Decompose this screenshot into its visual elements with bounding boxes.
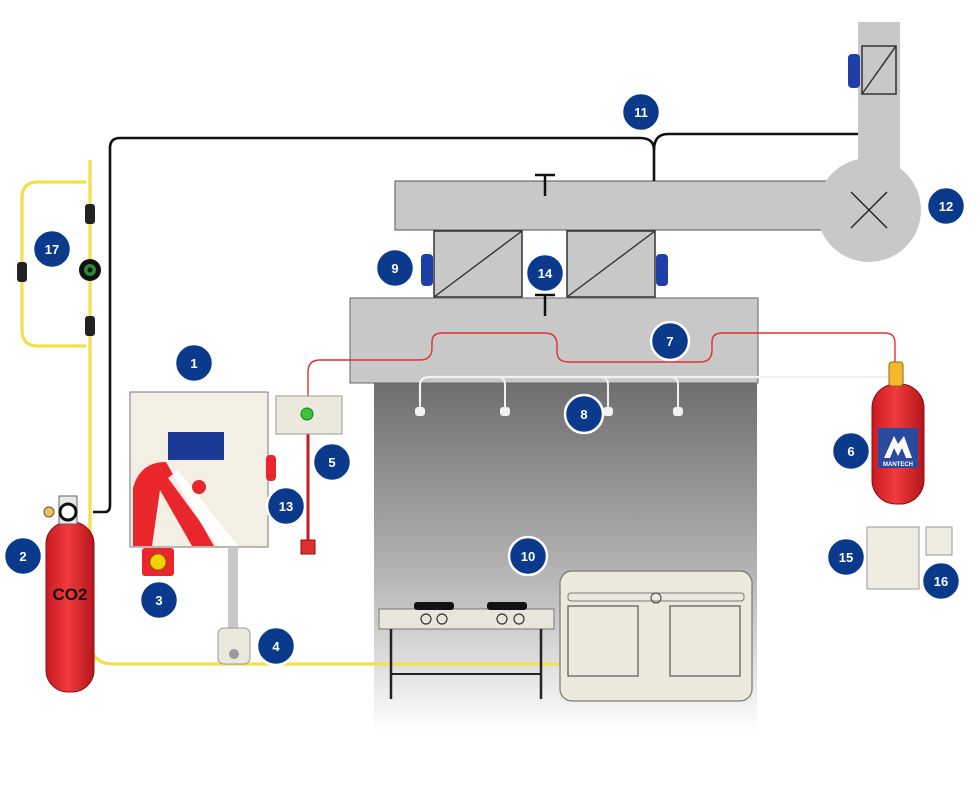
co2-valve-handwheel xyxy=(58,502,78,522)
co2-valve-knob xyxy=(43,506,55,518)
damper-actuator-left xyxy=(421,254,433,286)
panel-side-switch xyxy=(266,455,276,481)
callout-15: 15 xyxy=(825,536,867,578)
callout-16: 16 xyxy=(920,560,962,602)
exhaust-duct-horizontal xyxy=(394,180,866,231)
bypass-coupler-left xyxy=(17,262,27,282)
svg-text:14: 14 xyxy=(538,266,553,281)
appliance-nozzles xyxy=(415,376,683,416)
callout-13: 13 xyxy=(265,485,307,527)
exhaust-fan-cross-b xyxy=(850,191,888,229)
svg-text:11: 11 xyxy=(634,105,648,120)
svg-text:12: 12 xyxy=(939,199,953,214)
co2-cylinder-body xyxy=(45,521,95,693)
callout-12: 12 xyxy=(925,185,967,227)
callout-2: 2 xyxy=(2,535,44,577)
range-control xyxy=(650,592,662,604)
mantech-brand-label: MANTECH xyxy=(883,462,913,468)
svg-text:3: 3 xyxy=(155,593,162,608)
stove-burner-right xyxy=(487,602,527,610)
stove-burner-left xyxy=(414,602,454,610)
warning-sign xyxy=(925,526,953,556)
svg-text:9: 9 xyxy=(391,261,398,276)
control-panel-display xyxy=(168,432,224,460)
manual-pull-station xyxy=(300,539,316,555)
discharge-device xyxy=(217,627,251,665)
svg-text:1: 1 xyxy=(190,356,197,371)
bypass-coupler-bottom xyxy=(85,316,95,336)
svg-text:16: 16 xyxy=(934,574,948,589)
pneumatic-actuation-line xyxy=(93,136,656,514)
callout-6: 6 xyxy=(830,430,872,472)
alarm-panel xyxy=(866,526,920,590)
range-door-right xyxy=(669,605,741,677)
plenum-damper-left-blade xyxy=(433,230,523,298)
callout-9: 9 xyxy=(374,247,416,289)
pressure-switch-button xyxy=(149,553,167,571)
svg-text:7: 7 xyxy=(666,334,673,349)
svg-text:5: 5 xyxy=(328,455,335,470)
pressure-gauge-center xyxy=(87,267,93,273)
callout-7: 7 xyxy=(649,320,691,362)
exhaust-damper-blade xyxy=(861,45,897,95)
callout-1: 1 xyxy=(173,342,215,384)
svg-text:4: 4 xyxy=(272,639,280,654)
range-door-left xyxy=(567,605,639,677)
control-panel-logo xyxy=(133,462,214,546)
discharge-device-port xyxy=(229,649,239,659)
agent-cylinder-valve xyxy=(888,361,904,387)
svg-text:8: 8 xyxy=(580,407,587,422)
stove-knobs xyxy=(420,613,525,625)
manual-release-indicator xyxy=(300,407,314,421)
detection-line xyxy=(307,332,896,540)
svg-text:6: 6 xyxy=(847,444,854,459)
mantech-logo-mark xyxy=(884,436,912,458)
bypass-coupler-top xyxy=(85,204,95,224)
callout-11: 11 xyxy=(620,91,662,133)
range-unit xyxy=(559,570,753,702)
damper-actuator-right xyxy=(656,254,668,286)
svg-text:2: 2 xyxy=(19,549,26,564)
svg-text:15: 15 xyxy=(839,550,853,565)
plenum-damper-right-blade xyxy=(566,230,656,298)
callout-5: 5 xyxy=(311,441,353,483)
panel-support xyxy=(228,547,238,632)
svg-text:17: 17 xyxy=(45,242,59,257)
callout-17: 17 xyxy=(31,228,73,270)
control-panel-indicator xyxy=(192,480,206,494)
callout-4: 4 xyxy=(255,625,297,667)
stove-top xyxy=(378,608,555,630)
callout-10: 10 xyxy=(507,535,549,577)
callout-3: 3 xyxy=(138,579,180,621)
svg-text:13: 13 xyxy=(279,499,293,514)
distribution-pipe xyxy=(418,375,890,402)
co2-cylinder-label: CO2 xyxy=(53,585,88,604)
control-panel-logo-band xyxy=(168,470,238,546)
pneumatic-actuation-line-exhaust xyxy=(652,132,858,151)
exhaust-damper-actuator xyxy=(848,54,860,88)
callout-14: 14 xyxy=(524,252,566,294)
kitchen-hood xyxy=(349,297,759,384)
svg-text:10: 10 xyxy=(521,549,535,564)
callout-8: 8 xyxy=(563,393,605,435)
